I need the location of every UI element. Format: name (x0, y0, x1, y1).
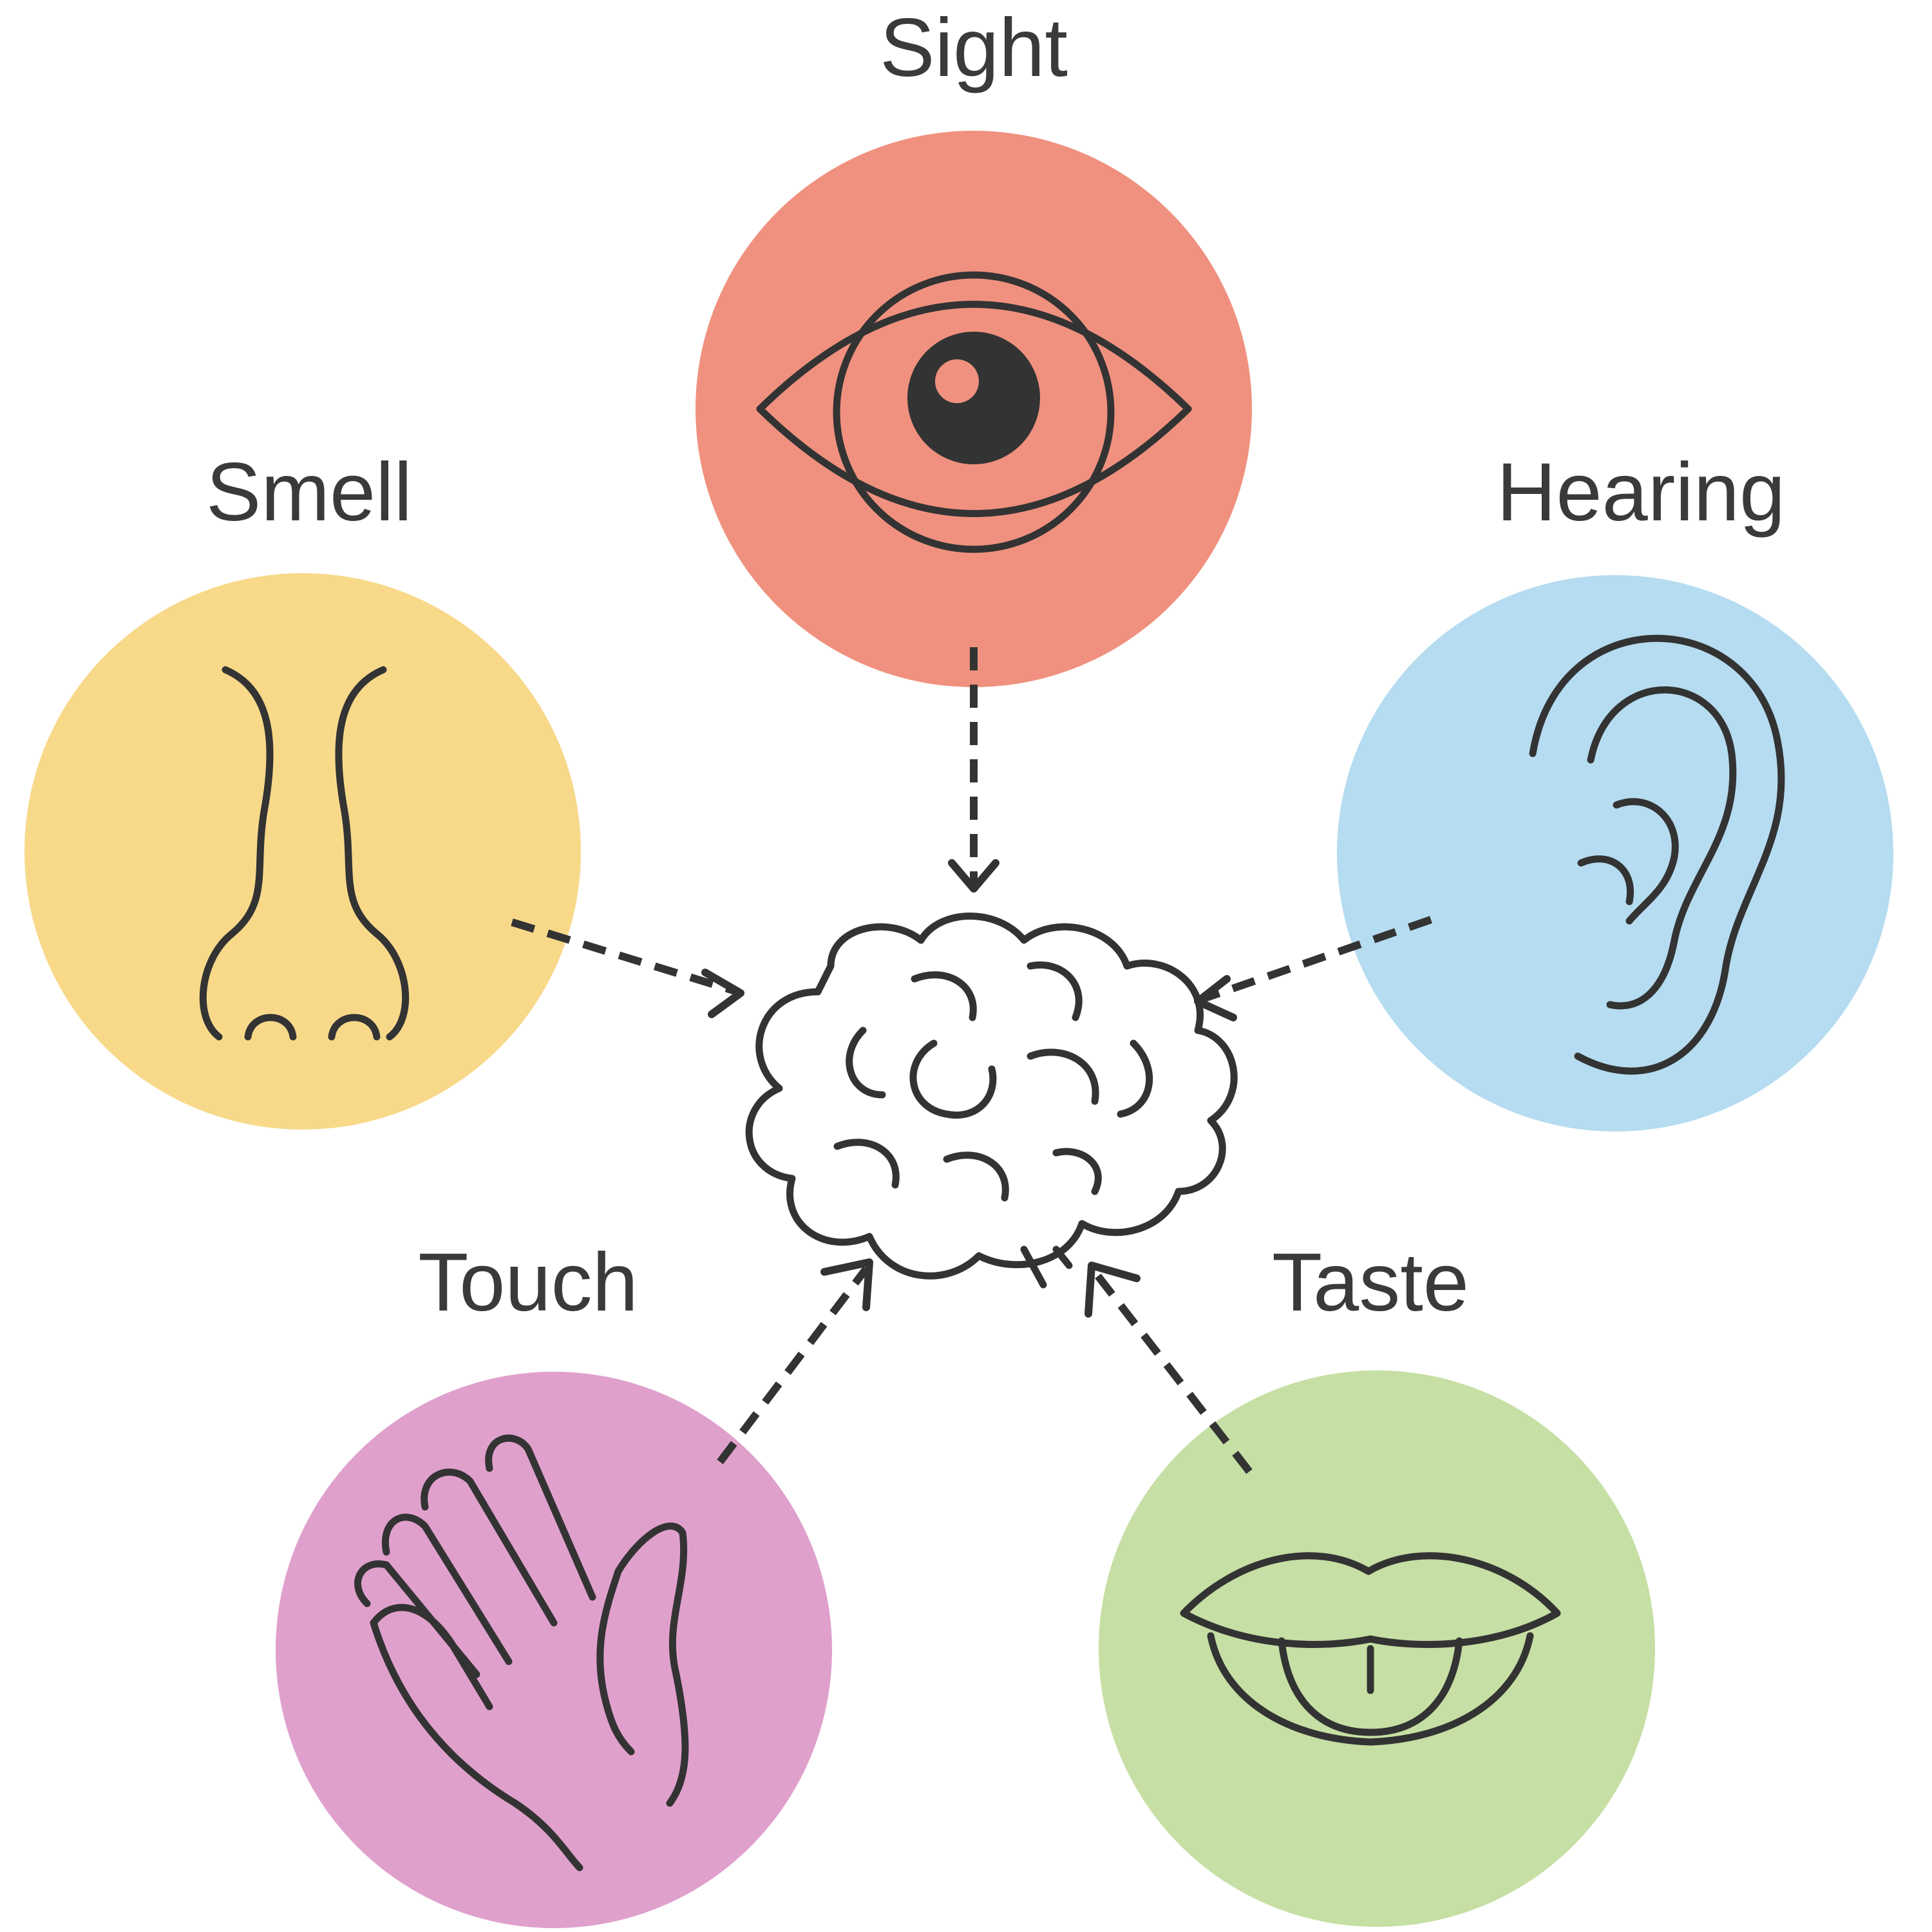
sense-taste: Taste (1099, 1236, 1655, 1927)
smell-label: Smell (206, 446, 412, 538)
sight-label: Sight (880, 2, 1068, 94)
hearing-circle (1337, 575, 1893, 1132)
sense-hearing: Hearing (1337, 446, 1893, 1132)
arrow-smell-to-brain (511, 918, 744, 1018)
smell-circle (24, 573, 581, 1130)
arrow-sight-to-brain (948, 647, 999, 893)
hand-icon (354, 1434, 689, 1871)
sense-touch: Touch (276, 1236, 832, 1928)
taste-circle (1099, 1370, 1655, 1927)
touch-label: Touch (418, 1236, 638, 1329)
taste-label: Taste (1272, 1236, 1469, 1329)
brain-icon (745, 913, 1238, 1289)
eye-icon (756, 271, 1192, 553)
ear-icon (1529, 634, 1785, 1075)
arrow-taste-to-brain (1084, 1262, 1253, 1474)
touch-circle (276, 1372, 832, 1928)
mouth-icon (1180, 1552, 1561, 1746)
arrow-touch-to-brain (717, 1258, 873, 1464)
nose-icon (199, 666, 410, 1041)
sense-smell: Smell (24, 446, 581, 1130)
sense-sight: Sight (696, 2, 1252, 687)
hearing-label: Hearing (1497, 446, 1785, 538)
